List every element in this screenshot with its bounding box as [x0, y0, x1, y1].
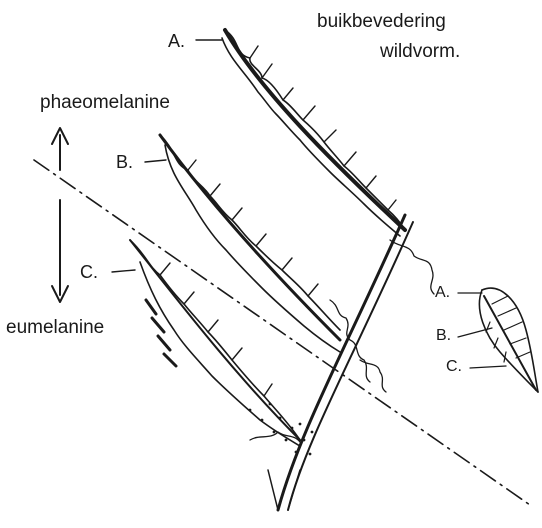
barb-a: [222, 30, 405, 236]
small-feather-b-label: B.: [436, 328, 451, 344]
feather-rachis: [268, 215, 413, 510]
barb-b: [160, 135, 340, 352]
barb-b-label: B.: [116, 153, 133, 171]
pigment-arrow: [52, 128, 68, 302]
gradient-divider-line: [34, 160, 530, 505]
phaeomelanine-label: phaeomelanine: [40, 93, 170, 112]
barb-a-label: A.: [168, 32, 185, 50]
small-feather: [458, 288, 538, 392]
small-feather-a-label: A.: [435, 285, 450, 301]
eumelanine-label: eumelanine: [6, 318, 104, 337]
figure-title-line1: buikbevedering: [317, 12, 446, 31]
small-feather-c-label: C.: [446, 359, 462, 375]
barb-c-label: C.: [80, 263, 98, 281]
figure-title-line2: wildvorm.: [380, 42, 460, 61]
stipple-dots: [249, 403, 314, 456]
